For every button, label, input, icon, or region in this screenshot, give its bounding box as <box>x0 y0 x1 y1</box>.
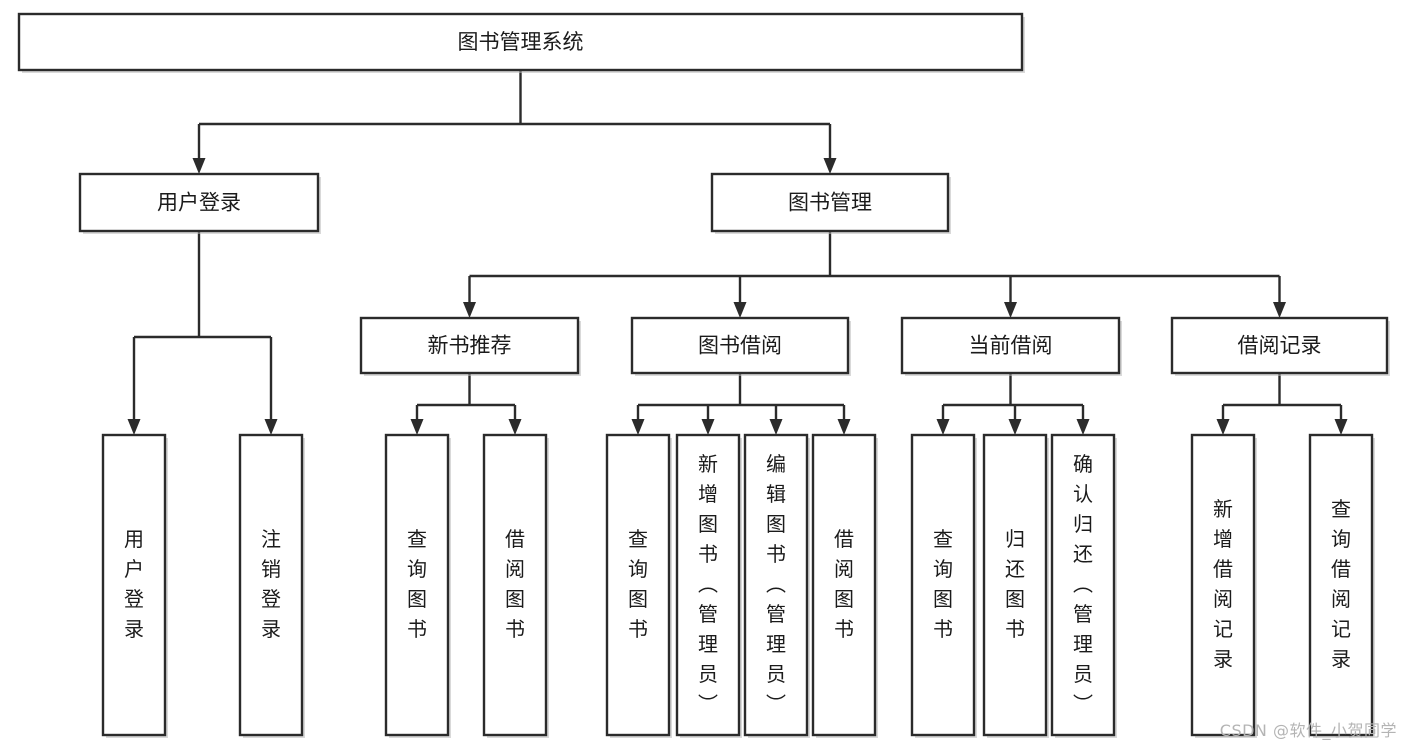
node-label: 查询图书 <box>628 527 648 641</box>
node-rect[interactable] <box>605 433 671 737</box>
node-leaf-borrow-book-1[interactable]: 借阅图书 <box>482 433 549 738</box>
node-label: 编辑图书︵管理员︶ <box>766 452 786 716</box>
node-leaf-query-book-1[interactable]: 查询图书 <box>384 433 451 738</box>
node-root[interactable]: 图书管理系统 <box>17 12 1025 73</box>
arrow-head-icon <box>508 419 522 435</box>
node-label: 借阅图书 <box>505 527 525 641</box>
arrow-head-icon <box>1004 302 1017 318</box>
node-rect[interactable] <box>1050 433 1116 737</box>
node-leaf-user-login[interactable]: 用户登录 <box>101 433 168 738</box>
connector-group-book-manage <box>463 231 1286 318</box>
arrow-head-icon <box>410 419 424 435</box>
node-leaf-query-book-2[interactable]: 查询图书 <box>605 433 672 738</box>
node-label: 图书管理系统 <box>458 30 584 54</box>
node-rect[interactable] <box>743 433 809 737</box>
node-leaf-query-record[interactable]: 查询借阅记录 <box>1308 433 1375 738</box>
connector-group-new-book-recommend <box>410 373 522 435</box>
node-label: 图书借阅 <box>698 334 782 358</box>
arrow-head-icon <box>1334 419 1348 435</box>
node-label: 当前借阅 <box>969 334 1053 358</box>
node-rect[interactable] <box>630 316 850 375</box>
node-leaf-edit-book[interactable]: 编辑图书︵管理员︶ <box>743 433 810 738</box>
node-current-borrow[interactable]: 当前借阅 <box>900 316 1122 376</box>
connector-group-book-borrow <box>631 373 851 435</box>
node-user-login[interactable]: 用户登录 <box>78 172 321 234</box>
node-leaf-borrow-book-2[interactable]: 借阅图书 <box>811 433 878 738</box>
node-rect[interactable] <box>1190 433 1256 737</box>
arrow-head-icon <box>1273 302 1286 318</box>
node-rect[interactable] <box>1308 433 1374 737</box>
node-book-manage[interactable]: 图书管理 <box>710 172 951 234</box>
arrow-head-icon <box>769 419 783 435</box>
node-borrow-record[interactable]: 借阅记录 <box>1170 316 1390 376</box>
node-rect[interactable] <box>982 433 1048 737</box>
arrow-head-icon <box>1216 419 1230 435</box>
node-label: 查询借阅记录 <box>1331 497 1351 671</box>
node-rect[interactable] <box>238 433 304 737</box>
node-rect[interactable] <box>811 433 877 737</box>
connector-group-current-borrow <box>936 373 1090 435</box>
node-rect[interactable] <box>482 433 548 737</box>
arrow-head-icon <box>1076 419 1090 435</box>
arrow-head-icon <box>837 419 851 435</box>
arrow-head-icon <box>701 419 715 435</box>
arrow-head-icon <box>823 158 837 174</box>
node-label: 借阅记录 <box>1238 334 1322 358</box>
connector-group-user-login <box>127 231 278 435</box>
node-book-borrow[interactable]: 图书借阅 <box>630 316 851 376</box>
node-label: 确认归还︵管理员︶ <box>1073 452 1093 716</box>
arrow-head-icon <box>631 419 645 435</box>
node-label: 注销登录 <box>261 527 281 641</box>
node-leaf-logout[interactable]: 注销登录 <box>238 433 305 738</box>
node-label: 查询图书 <box>407 527 427 641</box>
node-label: 图书管理 <box>788 191 872 215</box>
arrow-head-icon <box>733 302 747 318</box>
arrow-head-icon <box>936 419 950 435</box>
node-rect[interactable] <box>78 172 320 233</box>
csdn-watermark: CSDN @软件_小贺同学 <box>1219 721 1397 740</box>
node-new-book-recommend[interactable]: 新书推荐 <box>359 316 581 376</box>
node-leaf-query-book-3[interactable]: 查询图书 <box>910 433 977 738</box>
arrow-head-icon <box>192 158 206 174</box>
node-label: 查询图书 <box>933 527 953 641</box>
node-rect[interactable] <box>910 433 976 737</box>
node-rect[interactable] <box>710 172 950 233</box>
node-leaf-confirm-return[interactable]: 确认归还︵管理员︶ <box>1050 433 1117 738</box>
node-rect[interactable] <box>101 433 167 737</box>
node-rect[interactable] <box>384 433 450 737</box>
node-rect[interactable] <box>900 316 1121 375</box>
connector-layer <box>127 70 1348 435</box>
node-label: 用户登录 <box>124 527 144 641</box>
connector-group-root <box>192 70 837 174</box>
connector-group-borrow-record <box>1216 373 1348 435</box>
arrow-head-icon <box>1008 419 1022 435</box>
node-label: 归还图书 <box>1005 527 1025 641</box>
node-leaf-return-book[interactable]: 归还图书 <box>982 433 1049 738</box>
node-label: 新增图书︵管理员︶ <box>698 452 718 716</box>
node-rect[interactable] <box>17 12 1024 72</box>
arrow-head-icon <box>463 302 476 318</box>
arrow-head-icon <box>127 419 141 435</box>
node-label: 用户登录 <box>157 191 241 215</box>
node-leaf-add-record[interactable]: 新增借阅记录 <box>1190 433 1257 738</box>
node-rect[interactable] <box>675 433 741 737</box>
arrow-head-icon <box>264 419 278 435</box>
node-label: 借阅图书 <box>834 527 854 641</box>
node-label: 新书推荐 <box>428 334 512 358</box>
node-leaf-add-book[interactable]: 新增图书︵管理员︶ <box>675 433 742 738</box>
node-rect[interactable] <box>1170 316 1389 375</box>
node-rect[interactable] <box>359 316 580 375</box>
node-layer: 图书管理系统用户登录图书管理新书推荐图书借阅当前借阅借阅记录用户登录注销登录查询… <box>17 12 1390 738</box>
node-label: 新增借阅记录 <box>1213 497 1233 671</box>
